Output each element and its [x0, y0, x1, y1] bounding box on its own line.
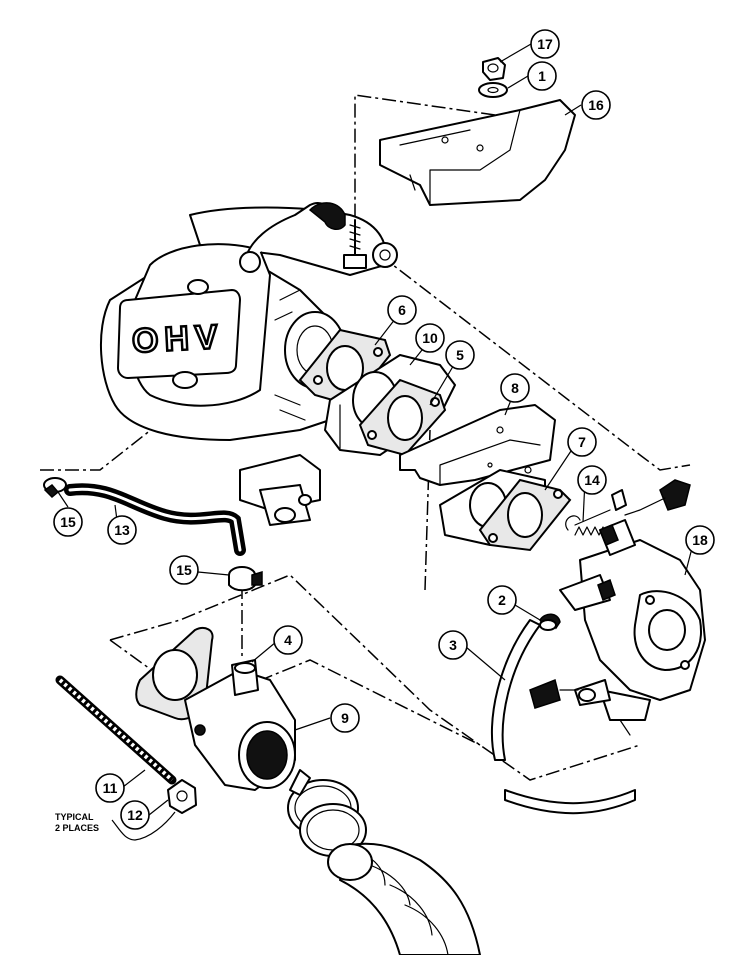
callout-7: 7 — [567, 427, 597, 457]
callout-2: 2 — [487, 585, 517, 615]
callout-5: 5 — [445, 340, 475, 370]
linkage-cable-end — [611, 479, 691, 516]
callout-5-text: 5 — [456, 347, 464, 363]
mounting-stud — [343, 219, 367, 269]
hose-segment — [504, 789, 636, 815]
callout-10-text: 10 — [422, 330, 438, 346]
callout-15-upper: 15 — [53, 507, 83, 537]
callout-3-text: 3 — [449, 637, 457, 653]
callout-15-lower: 15 — [169, 555, 199, 585]
vent-hose-part-13 — [64, 483, 246, 556]
air-intake-duct — [327, 842, 481, 955]
note-line-1: TYPICAL — [55, 812, 94, 822]
callout-18: 18 — [685, 525, 715, 555]
washer-part-1 — [478, 82, 508, 98]
engine-cylinder-head: OHV — [100, 202, 387, 526]
callout-17: 17 — [530, 29, 560, 59]
callout-13-text: 13 — [114, 522, 130, 538]
callout-3: 3 — [438, 630, 468, 660]
stud-part-11 — [55, 675, 177, 785]
callout-14-text: 14 — [584, 472, 600, 488]
gasket-part-7 — [478, 478, 572, 552]
callout-15-lower-text: 15 — [176, 562, 192, 578]
clamp-part-15-lower — [228, 566, 263, 592]
gasket-part-6 — [298, 328, 392, 407]
callout-6: 6 — [387, 295, 417, 325]
callout-16-text: 16 — [588, 97, 604, 113]
callout-8: 8 — [500, 373, 530, 403]
callout-7-text: 7 — [578, 434, 586, 450]
callout-2-text: 2 — [498, 592, 506, 608]
gasket-part-5 — [358, 378, 447, 457]
hose-clamp-rings — [287, 769, 367, 857]
callout-14: 14 — [577, 465, 607, 495]
callout-9-text: 9 — [341, 710, 349, 726]
clamp-part-15-upper — [43, 477, 67, 499]
callout-12-text: 12 — [127, 807, 143, 823]
nut-at-stud — [372, 242, 398, 268]
callout-18-text: 18 — [692, 532, 708, 548]
callout-15-upper-text: 15 — [60, 514, 76, 530]
carburetor-part-18 — [529, 519, 706, 736]
callout-4-text: 4 — [284, 632, 292, 648]
callout-9: 9 — [330, 703, 360, 733]
callout-1: 1 — [527, 61, 557, 91]
nut-part-12 — [167, 779, 197, 814]
typical-note: TYPICAL 2 PLACES — [55, 812, 99, 833]
callout-16: 16 — [581, 90, 611, 120]
nut-part-17 — [482, 57, 506, 81]
callout-6-text: 6 — [398, 302, 406, 318]
clamp-part-2 — [539, 613, 561, 631]
bracket-part-16 — [379, 99, 576, 206]
callout-11-text: 11 — [103, 780, 118, 796]
callout-4: 4 — [273, 625, 303, 655]
callout-13: 13 — [107, 515, 137, 545]
callout-8-text: 8 — [511, 380, 519, 396]
note-line-2: 2 PLACES — [55, 823, 99, 833]
callout-10: 10 — [415, 323, 445, 353]
callout-11: 11 — [95, 773, 125, 803]
callout-17-text: 17 — [537, 36, 553, 52]
callout-1-text: 1 — [538, 68, 546, 84]
ohv-label: OHV — [131, 318, 225, 361]
intake-adapter-part-9 — [184, 659, 296, 791]
callout-12: 12 — [120, 800, 150, 830]
bracket-part-8 — [399, 404, 556, 486]
